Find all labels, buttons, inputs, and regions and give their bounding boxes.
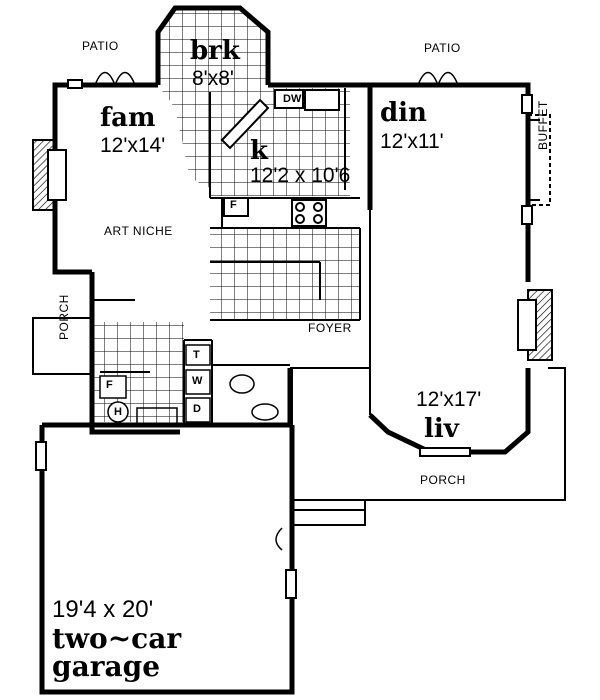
freezer-box [99, 375, 127, 399]
garage-name-line1: two~car [52, 622, 182, 655]
art-niche-label: ART NICHE [104, 224, 173, 238]
toilet [229, 374, 255, 394]
toilet-tag-label: T [193, 349, 200, 361]
foyer-label: FOYER [308, 321, 352, 335]
patio-left-label: PATIO [82, 39, 119, 53]
dryer-label: D [193, 403, 201, 415]
lavatory [251, 403, 279, 421]
garage-dims: 19'4 x 20' [52, 596, 154, 623]
kitchen-room-dims: 12'2 x 10'6 [250, 164, 351, 187]
side-porch-label: PORCH [57, 294, 71, 340]
dishwasher-box [274, 89, 304, 109]
front-porch-label: PORCH [420, 473, 466, 487]
stair-tile [210, 228, 360, 320]
patio-right-label: PATIO [424, 41, 461, 55]
interior-lines [92, 88, 371, 425]
water-heater-circle [107, 401, 129, 423]
fridge-box [223, 197, 249, 217]
side-porch [32, 317, 93, 375]
dining-room-name: din [380, 98, 427, 128]
patio-doors [94, 71, 459, 551]
dryer-box [185, 397, 211, 423]
living-room-name: liv [424, 414, 459, 444]
windows [35, 79, 533, 599]
tile-floors [92, 8, 360, 422]
living-room-dims: 12'x17' [416, 388, 482, 411]
kitchen-room-name: k [250, 136, 269, 166]
breakfast-room-name: brk [190, 36, 240, 66]
fridge-label: F [230, 199, 237, 211]
porches [32, 317, 566, 526]
fireplaces [32, 139, 553, 361]
dishwasher-label: DW [283, 93, 302, 105]
kitchen-appliances [223, 89, 340, 227]
buffet-label: BUFFET [536, 100, 550, 150]
peninsula [220, 98, 270, 150]
breakfast-room-dims: 8'x8' [192, 67, 234, 90]
washer-box [185, 369, 211, 395]
family-room-name: fam [100, 103, 156, 133]
toilet-tank-box [185, 344, 211, 366]
sink [304, 89, 340, 111]
garage-name-line2: garage [52, 650, 161, 683]
washer-label: W [192, 375, 203, 387]
laundry-fixtures [99, 344, 279, 427]
family-room-dims: 12'x14' [100, 134, 166, 157]
water-heater-label: H [114, 406, 122, 418]
dining-room-dims: 12'x11' [380, 130, 444, 153]
freezer-label: F [106, 379, 113, 391]
buffet-alcove [527, 114, 551, 206]
